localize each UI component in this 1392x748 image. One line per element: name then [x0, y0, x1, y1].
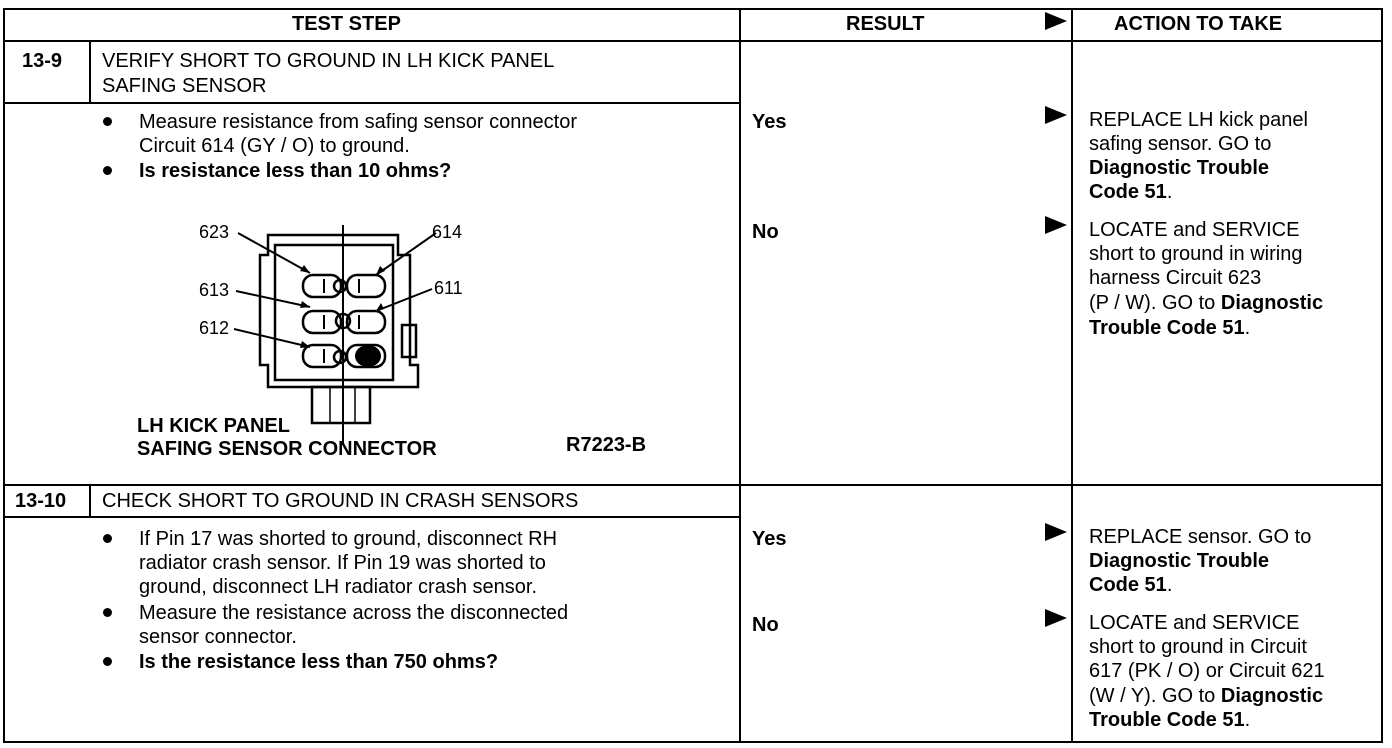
pin-label-611: 611 — [434, 278, 463, 298]
step2-action-no-line5: Trouble Code 51. — [1089, 708, 1250, 732]
step2-bullet1-line1: If Pin 17 was shorted to ground, disconn… — [139, 528, 558, 550]
step2-bullet1-icon — [103, 534, 112, 543]
step1-action-no-diagnostic: Diagnostic — [1220, 292, 1324, 314]
step1-action-no-line5: Trouble Code 51. — [1089, 316, 1250, 340]
step1-title-underline — [3, 102, 741, 104]
step1-bullet1-icon — [103, 117, 112, 126]
step2-action-no-line3: 617 (PK / O) or Circuit 621 — [1089, 660, 1325, 682]
step2-action-no-period: . — [1244, 709, 1251, 731]
step2-action-no-diagnostic: Diagnostic — [1220, 685, 1324, 707]
step2-bullet2-line1: Measure the resistance across the discon… — [139, 602, 569, 624]
step1-action-no-period: . — [1244, 317, 1251, 339]
step2-action-no-line4: (W / Y). GO to Diagnostic — [1089, 684, 1323, 708]
step1-title-line2: SAFING SENSOR — [102, 75, 267, 97]
step1-no-arrow-icon — [1045, 216, 1067, 234]
safing-sensor-connector-diagram — [233, 225, 437, 443]
step1-bullet2: Is resistance less than 10 ohms? — [139, 160, 452, 182]
step1-action-no-goto: (P / W). GO to — [1089, 292, 1221, 314]
step1-action-no-line2: short to ground in wiring — [1089, 243, 1303, 265]
step1-action-no-line1: LOCATE and SERVICE — [1089, 219, 1300, 241]
column-divider-result — [739, 8, 741, 743]
step2-bullet3: Is the resistance less than 750 ohms? — [139, 651, 499, 673]
step1-bullet1-line1: Measure resistance from safing sensor co… — [139, 111, 577, 133]
step1-number: 13-9 — [22, 50, 63, 72]
step2-action-no-goto: (W / Y). GO to — [1089, 685, 1221, 707]
table-border-top — [3, 8, 1383, 10]
step2-bullet1-line2: radiator crash sensor. If Pin 19 was sho… — [139, 552, 546, 574]
step2-result-yes: Yes — [752, 528, 787, 550]
step1-number-divider — [89, 40, 91, 103]
step1-action-no-line4: (P / W). GO to Diagnostic — [1089, 291, 1323, 315]
step1-action-yes-line4: Code 51. — [1089, 180, 1172, 204]
step2-action-no-line1: LOCATE and SERVICE — [1089, 612, 1300, 634]
step2-yes-arrow-icon — [1045, 523, 1067, 541]
step2-bullet2-line2: sensor connector. — [139, 626, 297, 648]
step1-bullet1-line2: Circuit 614 (GY / O) to ground. — [139, 135, 410, 157]
diagram-caption-line2: SAFING SENSOR CONNECTOR — [137, 438, 437, 460]
step-divider — [3, 484, 1383, 486]
step2-action-yes-line2: Diagnostic Trouble — [1089, 550, 1270, 572]
step1-result-yes: Yes — [752, 111, 787, 133]
step2-bullet1-line3: ground, disconnect LH radiator crash sen… — [139, 576, 537, 598]
pin-label-614: 614 — [432, 222, 463, 242]
step1-bullet2-icon — [103, 166, 112, 175]
step1-action-yes-line2: safing sensor. GO to — [1089, 133, 1272, 155]
step2-action-no-code: Trouble Code 51 — [1089, 709, 1245, 731]
step1-action-no-code: Trouble Code 51 — [1089, 317, 1245, 339]
header-divider — [3, 40, 1383, 42]
header-arrow-icon — [1045, 12, 1067, 30]
step2-number-divider — [89, 484, 91, 517]
step1-title-line1: VERIFY SHORT TO GROUND IN LH KICK PANEL — [102, 50, 555, 72]
step2-action-yes-code: Code 51 — [1089, 574, 1167, 596]
header-result: RESULT — [846, 13, 925, 35]
step2-result-no: No — [752, 614, 779, 636]
pin-label-613: 613 — [199, 280, 230, 300]
step2-action-yes-line1: REPLACE sensor. GO to — [1089, 526, 1312, 548]
table-border-right — [1381, 8, 1383, 743]
step1-action-yes-code: Code 51 — [1089, 181, 1167, 203]
step1-action-yes-line1: REPLACE LH kick panel — [1089, 109, 1308, 131]
diagram-figure-id: R7223-B — [566, 434, 647, 456]
step2-number: 13-10 — [15, 490, 67, 512]
header-test-step: TEST STEP — [292, 13, 401, 35]
step1-result-no: No — [752, 221, 779, 243]
diagram-caption-line1: LH KICK PANEL — [137, 415, 290, 437]
table-border-left — [3, 8, 5, 743]
step2-title: CHECK SHORT TO GROUND IN CRASH SENSORS — [102, 490, 579, 512]
table-border-bottom — [3, 741, 1383, 743]
pin-label-623: 623 — [199, 222, 230, 242]
step2-no-arrow-icon — [1045, 609, 1067, 627]
step2-action-yes-line3: Code 51. — [1089, 573, 1172, 597]
step1-action-yes-period: . — [1166, 181, 1173, 203]
step2-bullet3-icon — [103, 657, 112, 666]
step1-action-no-line3: harness Circuit 623 — [1089, 267, 1262, 289]
header-action-to-take: ACTION TO TAKE — [1114, 13, 1283, 35]
step2-action-yes-period: . — [1166, 574, 1173, 596]
pin-label-612: 612 — [199, 318, 230, 338]
step2-bullet2-icon — [103, 608, 112, 617]
step2-action-no-line2: short to ground in Circuit — [1089, 636, 1307, 658]
step2-title-underline — [3, 516, 741, 518]
step1-yes-arrow-icon — [1045, 106, 1067, 124]
step1-action-yes-line3: Diagnostic Trouble — [1089, 157, 1270, 179]
column-divider-action — [1071, 8, 1073, 743]
